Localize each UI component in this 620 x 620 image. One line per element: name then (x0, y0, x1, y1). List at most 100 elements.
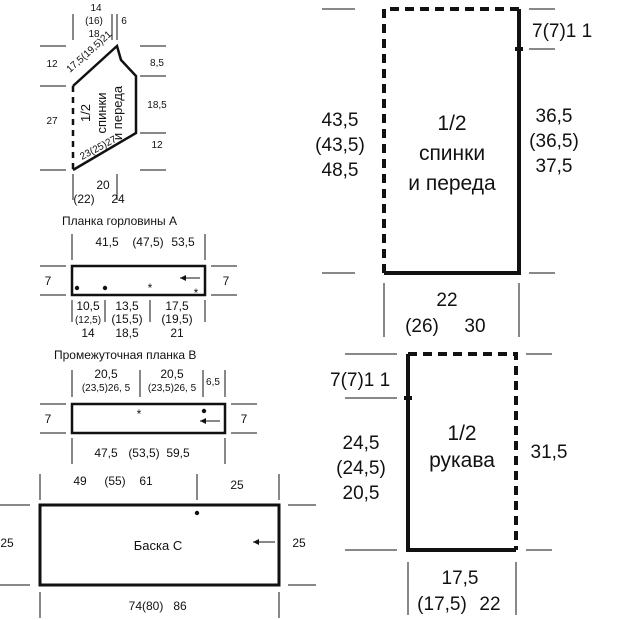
band-a-seg1-1: 10,5 (76, 299, 100, 313)
sleeve-bottom-3: 22 (479, 594, 500, 615)
body-large-label-2: спинки (419, 142, 485, 165)
sleeve-bottom-1: 17,5 (442, 568, 479, 589)
front-small-top-width-3: 18 (88, 29, 100, 40)
band-b-title: Промежуточная планка B (54, 348, 196, 362)
arrow-head (180, 275, 186, 281)
sleeve-left-2: (24,5) (336, 458, 386, 479)
sleeve-solid-edge (406, 354, 516, 552)
body-large-right-2: (36,5) (529, 131, 579, 152)
band-b-rect (70, 402, 227, 435)
band-a-seg3-1: 17,5 (165, 299, 189, 313)
body-large-solid-edge (384, 9, 521, 275)
band-a: Планка горловины A 41,5 (47,5) 53,5 7 7 … (40, 214, 237, 340)
marker-star: * (137, 407, 142, 421)
body-large-dashed-edge (382, 7, 519, 273)
arrow-head (253, 539, 259, 545)
band-b: Промежуточная планка B 20,5 (23,5)26, 5 … (40, 348, 257, 464)
marker-star: * (148, 281, 153, 295)
marker-dot (201, 408, 207, 414)
basque-top-3: 61 (139, 474, 153, 488)
band-a-right-height: 7 (223, 274, 230, 288)
body-large-left-2: (43,5) (315, 135, 365, 156)
band-a-rect (70, 264, 207, 297)
armhole-marker (515, 47, 523, 51)
front-small-right-mid: 18,5 (147, 100, 167, 111)
body-large-bottom-3: 30 (464, 316, 485, 337)
band-b-bottom-1: 47,5 (94, 446, 118, 460)
body-large-right-3: 37,5 (536, 156, 573, 177)
band-a-top-2: (47,5) (132, 235, 163, 249)
front-small-label-3: и переда (110, 85, 125, 140)
band-a-seg1-3: 14 (81, 326, 95, 340)
sleeve-left-1: 24,5 (343, 433, 380, 454)
band-b-left-height: 7 (45, 412, 52, 426)
front-small-piece: 14 (16) 18 6 12 27 8,5 18,5 12 17,5(19,5… (40, 3, 167, 206)
sleeve-piece: 7(7)1 1 1/2 рукава 24,5 (24,5) 20,5 31,5… (330, 352, 568, 615)
band-a-title: Планка горловины A (62, 214, 177, 228)
body-large-piece: 7(7)1 1 1/2 спинки и переда 43,5 (43,5) … (315, 7, 592, 337)
body-large-label-1: 1/2 (437, 112, 466, 135)
basque-rect (38, 503, 281, 587)
band-b-seg2-2: (23,5)26, 5 (148, 383, 197, 394)
band-b-bottom-3: 59,5 (166, 446, 190, 460)
basque-top-2: (55) (104, 474, 125, 488)
basque-top-1: 49 (73, 474, 87, 488)
front-small-neck-width: 6 (121, 16, 127, 27)
sleeve-left-3: 20,5 (343, 483, 380, 504)
front-small-top-width-1: 14 (90, 3, 102, 14)
marker-dot (194, 510, 200, 516)
front-small-bottom-2: (22) (73, 192, 94, 206)
marker-dot (102, 285, 108, 291)
band-a-seg2-3: 18,5 (115, 326, 139, 340)
front-small-right-top: 8,5 (150, 58, 164, 69)
front-small-left-top: 12 (46, 59, 58, 70)
front-small-label-1: 1/2 (78, 104, 93, 122)
body-large-left-1: 43,5 (322, 110, 359, 131)
band-b-seg1-2: (23,5)26, 5 (82, 383, 131, 394)
armhole-marker (404, 396, 412, 400)
marker-dot (74, 285, 80, 291)
front-small-right-bot: 12 (151, 140, 163, 151)
band-b-bottom-2: (53,5) (128, 446, 159, 460)
band-a-left-height: 7 (45, 274, 52, 288)
basque-right-height: 25 (292, 536, 306, 550)
band-a-seg2-1: 13,5 (115, 299, 139, 313)
band-a-top-1: 41,5 (95, 235, 119, 249)
body-large-bottom-1: 22 (436, 290, 457, 311)
sleeve-right: 31,5 (531, 442, 568, 463)
band-b-seg2-1: 20,5 (160, 367, 184, 381)
front-small-outline (72, 43, 138, 172)
basque-bottom-1: 74(80) (129, 599, 164, 613)
front-small-left-mid: 27 (46, 116, 58, 127)
band-a-seg2-2: (15,5) (111, 312, 142, 326)
basque-left-height: 25 (0, 536, 14, 550)
front-small-label-2: спинки (94, 93, 109, 134)
body-large-top-right: 7(7)1 1 (532, 21, 592, 42)
body-large-right-1: 36,5 (536, 106, 573, 127)
marker-star: * (194, 286, 199, 300)
band-b-seg1-1: 20,5 (94, 367, 118, 381)
basque-c: 49 (55) 61 25 25 25 Баска C 74(80) 86 (0, 474, 316, 618)
sleeve-top-left: 7(7)1 1 (330, 370, 390, 391)
sleeve-dashed-edge (408, 352, 518, 550)
front-small-bottom-3: 24 (111, 192, 125, 206)
band-a-seg3-3: 21 (170, 326, 184, 340)
front-small-top-width-2: (16) (85, 16, 103, 27)
sleeve-bottom-2: (17,5) (417, 594, 467, 615)
body-large-label-3: и переда (408, 172, 496, 195)
basque-top-right: 25 (230, 478, 244, 492)
basque-label: Баска C (134, 538, 182, 553)
band-b-seg3: 6,5 (206, 377, 220, 388)
sleeve-label-2: рукава (429, 449, 495, 472)
basque-bottom-2: 86 (173, 599, 187, 613)
front-small-bottom-1: 20 (96, 178, 110, 192)
band-a-seg3-2: (19,5) (161, 312, 192, 326)
band-a-top-3: 53,5 (171, 235, 195, 249)
arrow-head (200, 418, 206, 424)
band-b-right-height: 7 (241, 412, 248, 426)
body-large-left-3: 48,5 (322, 160, 359, 181)
body-large-bottom-2: (26) (405, 316, 439, 337)
sleeve-label-1: 1/2 (447, 422, 476, 445)
band-a-seg1-2: (12,5) (75, 315, 101, 326)
